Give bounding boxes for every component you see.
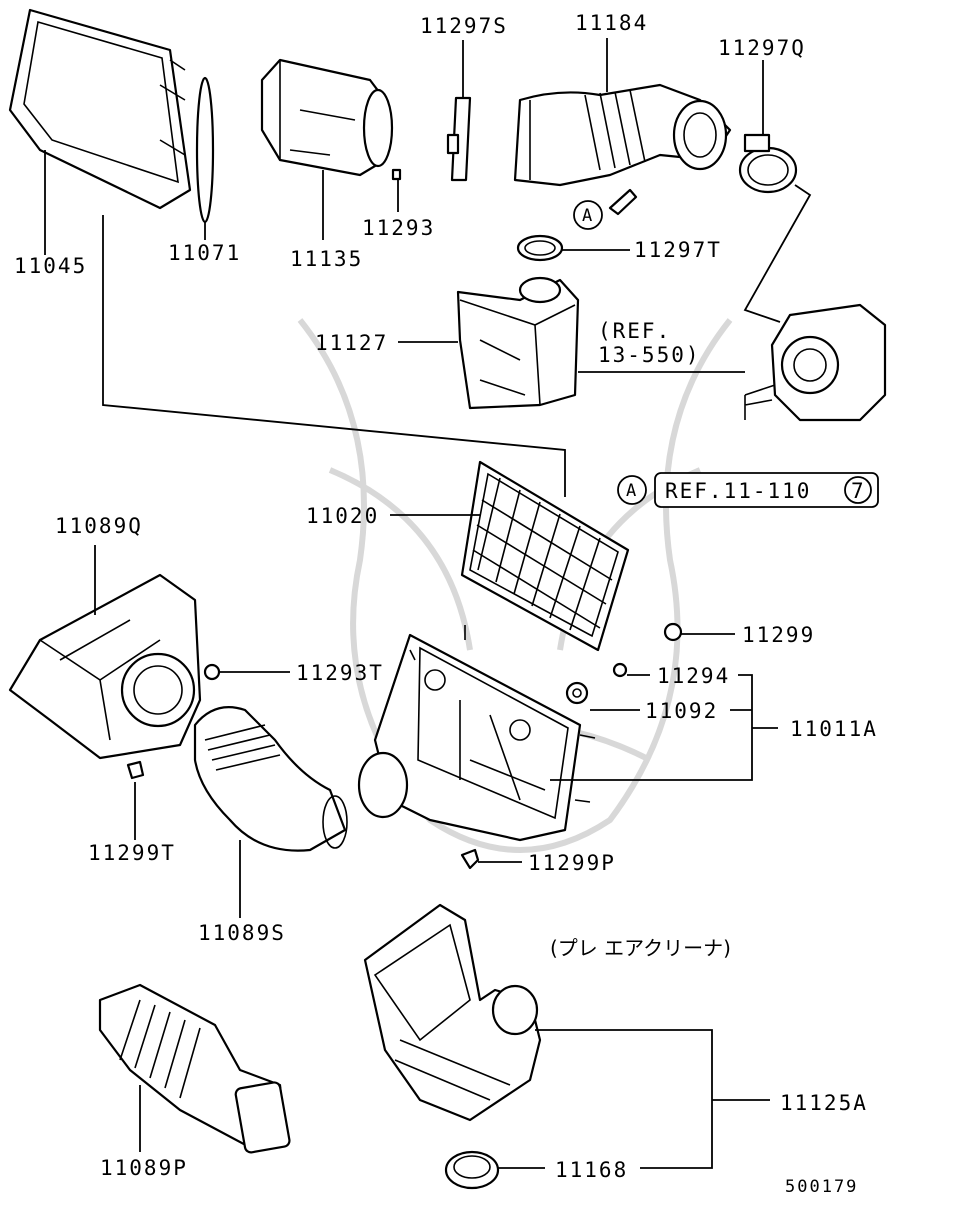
label-11071: 11071 [168, 241, 241, 265]
part-11297S-clip [446, 96, 472, 182]
part-11168-ring [444, 1150, 500, 1190]
ref-a-circle-box: A [617, 475, 647, 505]
label-11294: 11294 [657, 664, 730, 688]
part-11297Q-clamp [738, 133, 798, 194]
part-11089S-hose [193, 706, 348, 852]
part-11127-resonator [456, 276, 580, 410]
throttle-body-ref [744, 303, 887, 422]
label-11089Q: 11089Q [55, 514, 143, 538]
label-11089S: 11089S [198, 921, 286, 945]
label-11184: 11184 [575, 11, 648, 35]
ref-box: REF.11-110 7 [654, 472, 879, 508]
label-11299T: 11299T [88, 841, 176, 865]
label-11135: 11135 [290, 247, 363, 271]
part-11089Q-duct [8, 573, 202, 760]
label-pre-air-cleaner-note: (プレ エアクリーナ) [550, 936, 731, 960]
part-11184-hose [513, 83, 732, 187]
label-diagram-id: 500179 [785, 1177, 858, 1197]
ref-box-circle-number: 7 [851, 479, 866, 503]
label-11045: 11045 [14, 254, 87, 278]
part-11089P-duct [98, 983, 291, 1154]
part-11045-cover [8, 8, 192, 210]
ref-a-text-box: A [626, 481, 638, 501]
part-11011A-housing [357, 625, 596, 842]
label-11299P: 11299P [528, 851, 616, 875]
ref-a-text-top: A [582, 206, 594, 226]
label-11092: 11092 [645, 699, 718, 723]
part-11092-mount [565, 681, 589, 705]
part-11020-filter [460, 460, 630, 652]
label-ref-line1: (REF. [598, 319, 671, 343]
ref-box-text: REF.11-110 [665, 479, 811, 503]
part-11299P-bolt [460, 848, 480, 870]
label-11020: 11020 [306, 504, 379, 528]
label-11297S: 11297S [420, 14, 508, 38]
part-11125A-precleaner [363, 903, 542, 1122]
label-11089P: 11089P [100, 1156, 188, 1180]
part-11299-nut [663, 622, 683, 642]
part-11135-sensor [260, 58, 394, 177]
label-11127: 11127 [315, 331, 388, 355]
arrow-a-indicator [608, 188, 638, 216]
part-11297T-clamp [516, 234, 564, 262]
part-11071-seal [195, 76, 215, 224]
label-11011A: 11011A [790, 717, 878, 741]
part-11293-screw [391, 168, 402, 181]
part-labels: 11045 11071 11135 11293 11297S 11184 112… [14, 11, 878, 1197]
label-11297Q: 11297Q [718, 36, 806, 60]
label-ref-line2: 13-550) [598, 343, 701, 367]
part-11293T-nut [203, 663, 221, 681]
ref-a-circle-top: A [573, 200, 603, 230]
label-11168: 11168 [555, 1158, 628, 1182]
label-11299: 11299 [742, 623, 815, 647]
leader-lines [44, 38, 812, 1169]
part-11299T-bolt [126, 760, 145, 780]
label-11297T: 11297T [634, 238, 722, 262]
label-11125A: 11125A [780, 1091, 868, 1115]
label-11293T: 11293T [296, 661, 384, 685]
part-11294-grommet [612, 662, 628, 678]
label-11293: 11293 [362, 216, 435, 240]
